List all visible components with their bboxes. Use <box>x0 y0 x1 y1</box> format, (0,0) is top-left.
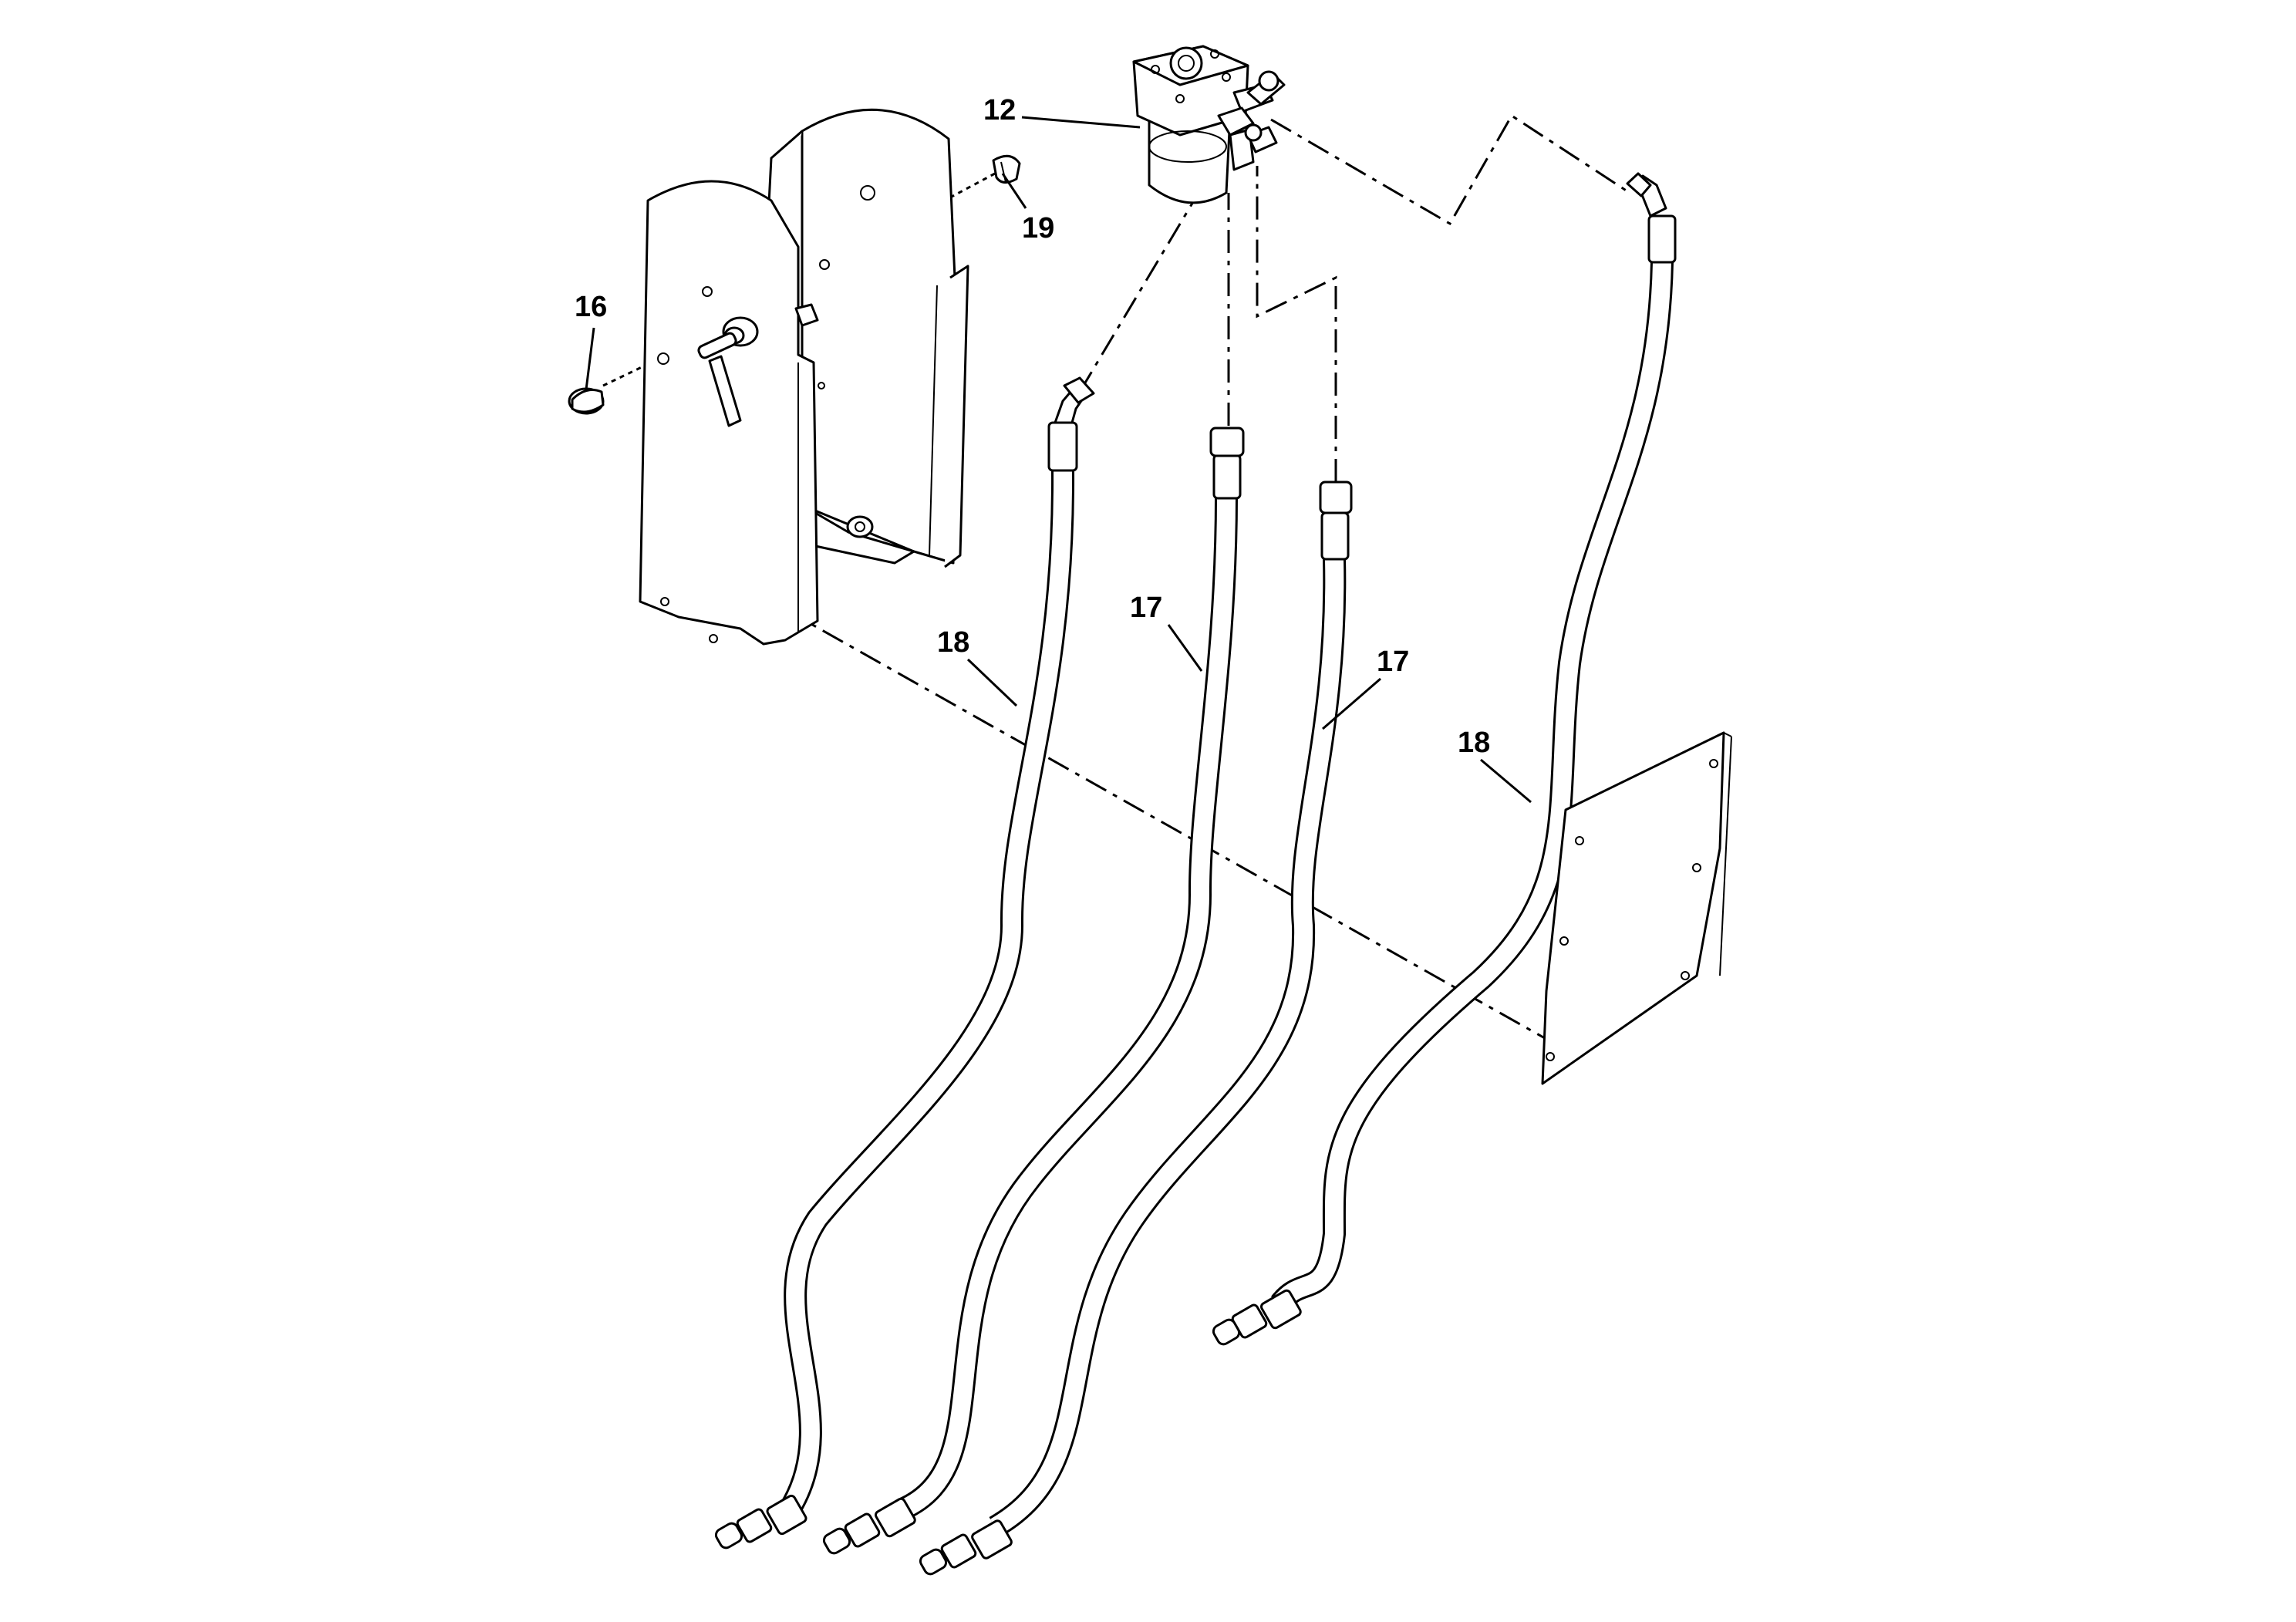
clip-part <box>992 154 1021 184</box>
label-12: 12 <box>983 94 1016 126</box>
hose-middle-2 <box>919 481 1353 1576</box>
label-16: 16 <box>575 291 607 323</box>
callout-leaders <box>585 116 1532 804</box>
label-17-mid2: 17 <box>1377 646 1409 678</box>
label-18-left: 18 <box>937 626 969 659</box>
mounting-bracket <box>639 108 969 646</box>
cap-part <box>568 387 605 415</box>
hose-left <box>714 376 1095 1549</box>
label-19: 19 <box>1022 212 1054 244</box>
label-18-right: 18 <box>1458 727 1490 759</box>
hose-right <box>1212 172 1677 1346</box>
hose-middle-1 <box>822 427 1245 1555</box>
label-17-mid1: 17 <box>1130 592 1162 624</box>
callout-labels: 12 16 19 18 17 17 18 <box>575 94 1490 759</box>
mounting-plate <box>1541 731 1732 1085</box>
steering-unit <box>1132 45 1286 204</box>
